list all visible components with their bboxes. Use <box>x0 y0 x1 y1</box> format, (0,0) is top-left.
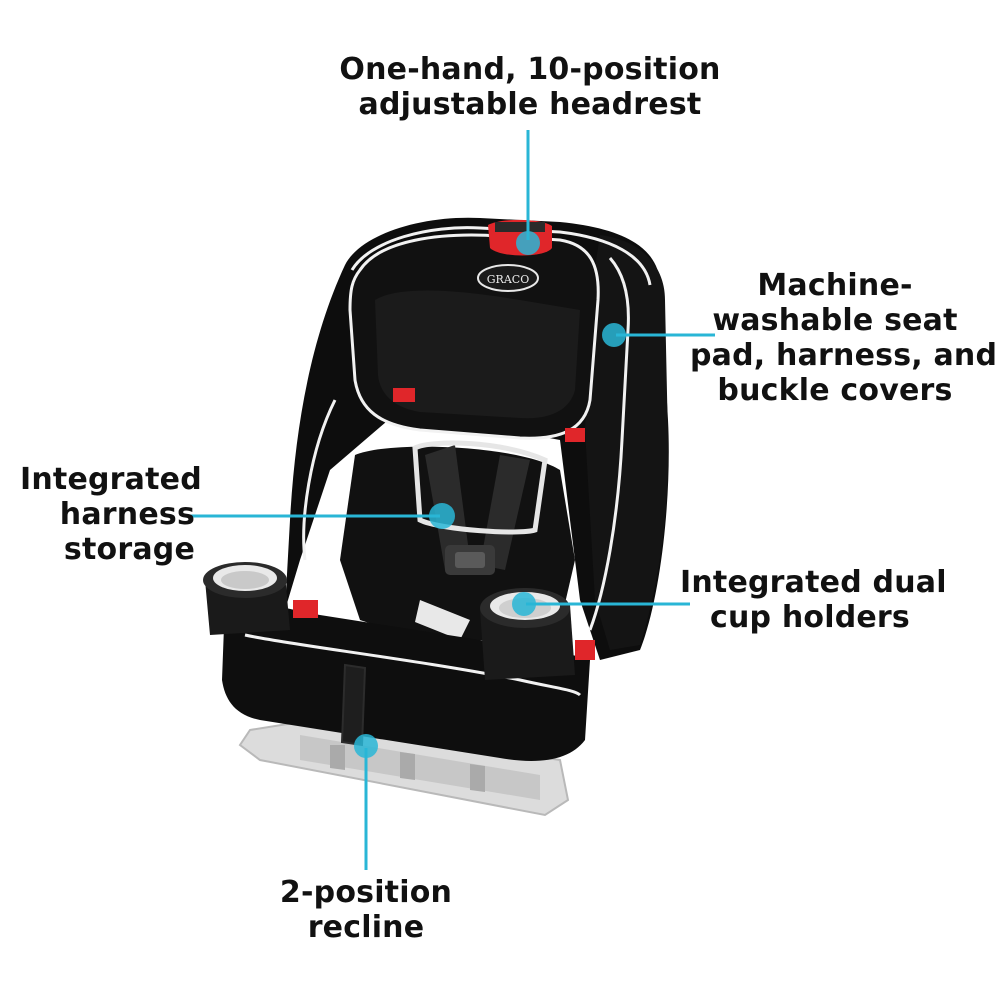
callout-recline-line2: recline <box>307 910 425 945</box>
headrest <box>348 219 600 442</box>
callout-pointers <box>185 130 715 870</box>
callout-headrest-line2: adjustable headrest <box>358 87 702 122</box>
cupholder-pointer-dot <box>512 592 536 616</box>
callout-recline-line1: 2-position <box>279 875 453 910</box>
callout-washable-line1: Machine- <box>757 268 913 303</box>
callout-harness-line1: Integrated <box>20 462 202 497</box>
callout-harness: Integrated harness storage <box>20 462 202 567</box>
recline-pointer-dot <box>354 734 378 758</box>
callout-recline: 2-position recline <box>246 875 486 945</box>
washable-pointer-dot <box>602 323 626 347</box>
callout-headrest: One-hand, 10-position adjustable headres… <box>330 52 730 122</box>
callout-washable-line2: washable seat <box>712 303 958 338</box>
graco-logo-text: GRACO <box>487 273 529 286</box>
callout-harness-line2: harness <box>59 497 195 532</box>
callout-harness-line3: storage <box>63 532 195 567</box>
cup-holder-left <box>203 562 318 635</box>
callout-washable: Machine- washable seat pad, harness, and… <box>690 268 998 408</box>
callout-cupholders-line1: Integrated dual <box>680 565 947 600</box>
graco-logo: GRACO <box>477 264 539 292</box>
headrest-pointer-dot <box>516 231 540 255</box>
harness-pointer-dot <box>429 503 455 529</box>
seat-cushion <box>222 600 590 761</box>
callout-headrest-line1: One-hand, 10-position <box>339 52 721 87</box>
callout-washable-line3: pad, harness, and <box>690 338 998 373</box>
callout-cupholders: Integrated dual cup holders <box>680 565 947 635</box>
callout-washable-line4: buckle covers <box>717 373 953 408</box>
callout-cupholders-line2: cup holders <box>710 600 910 635</box>
